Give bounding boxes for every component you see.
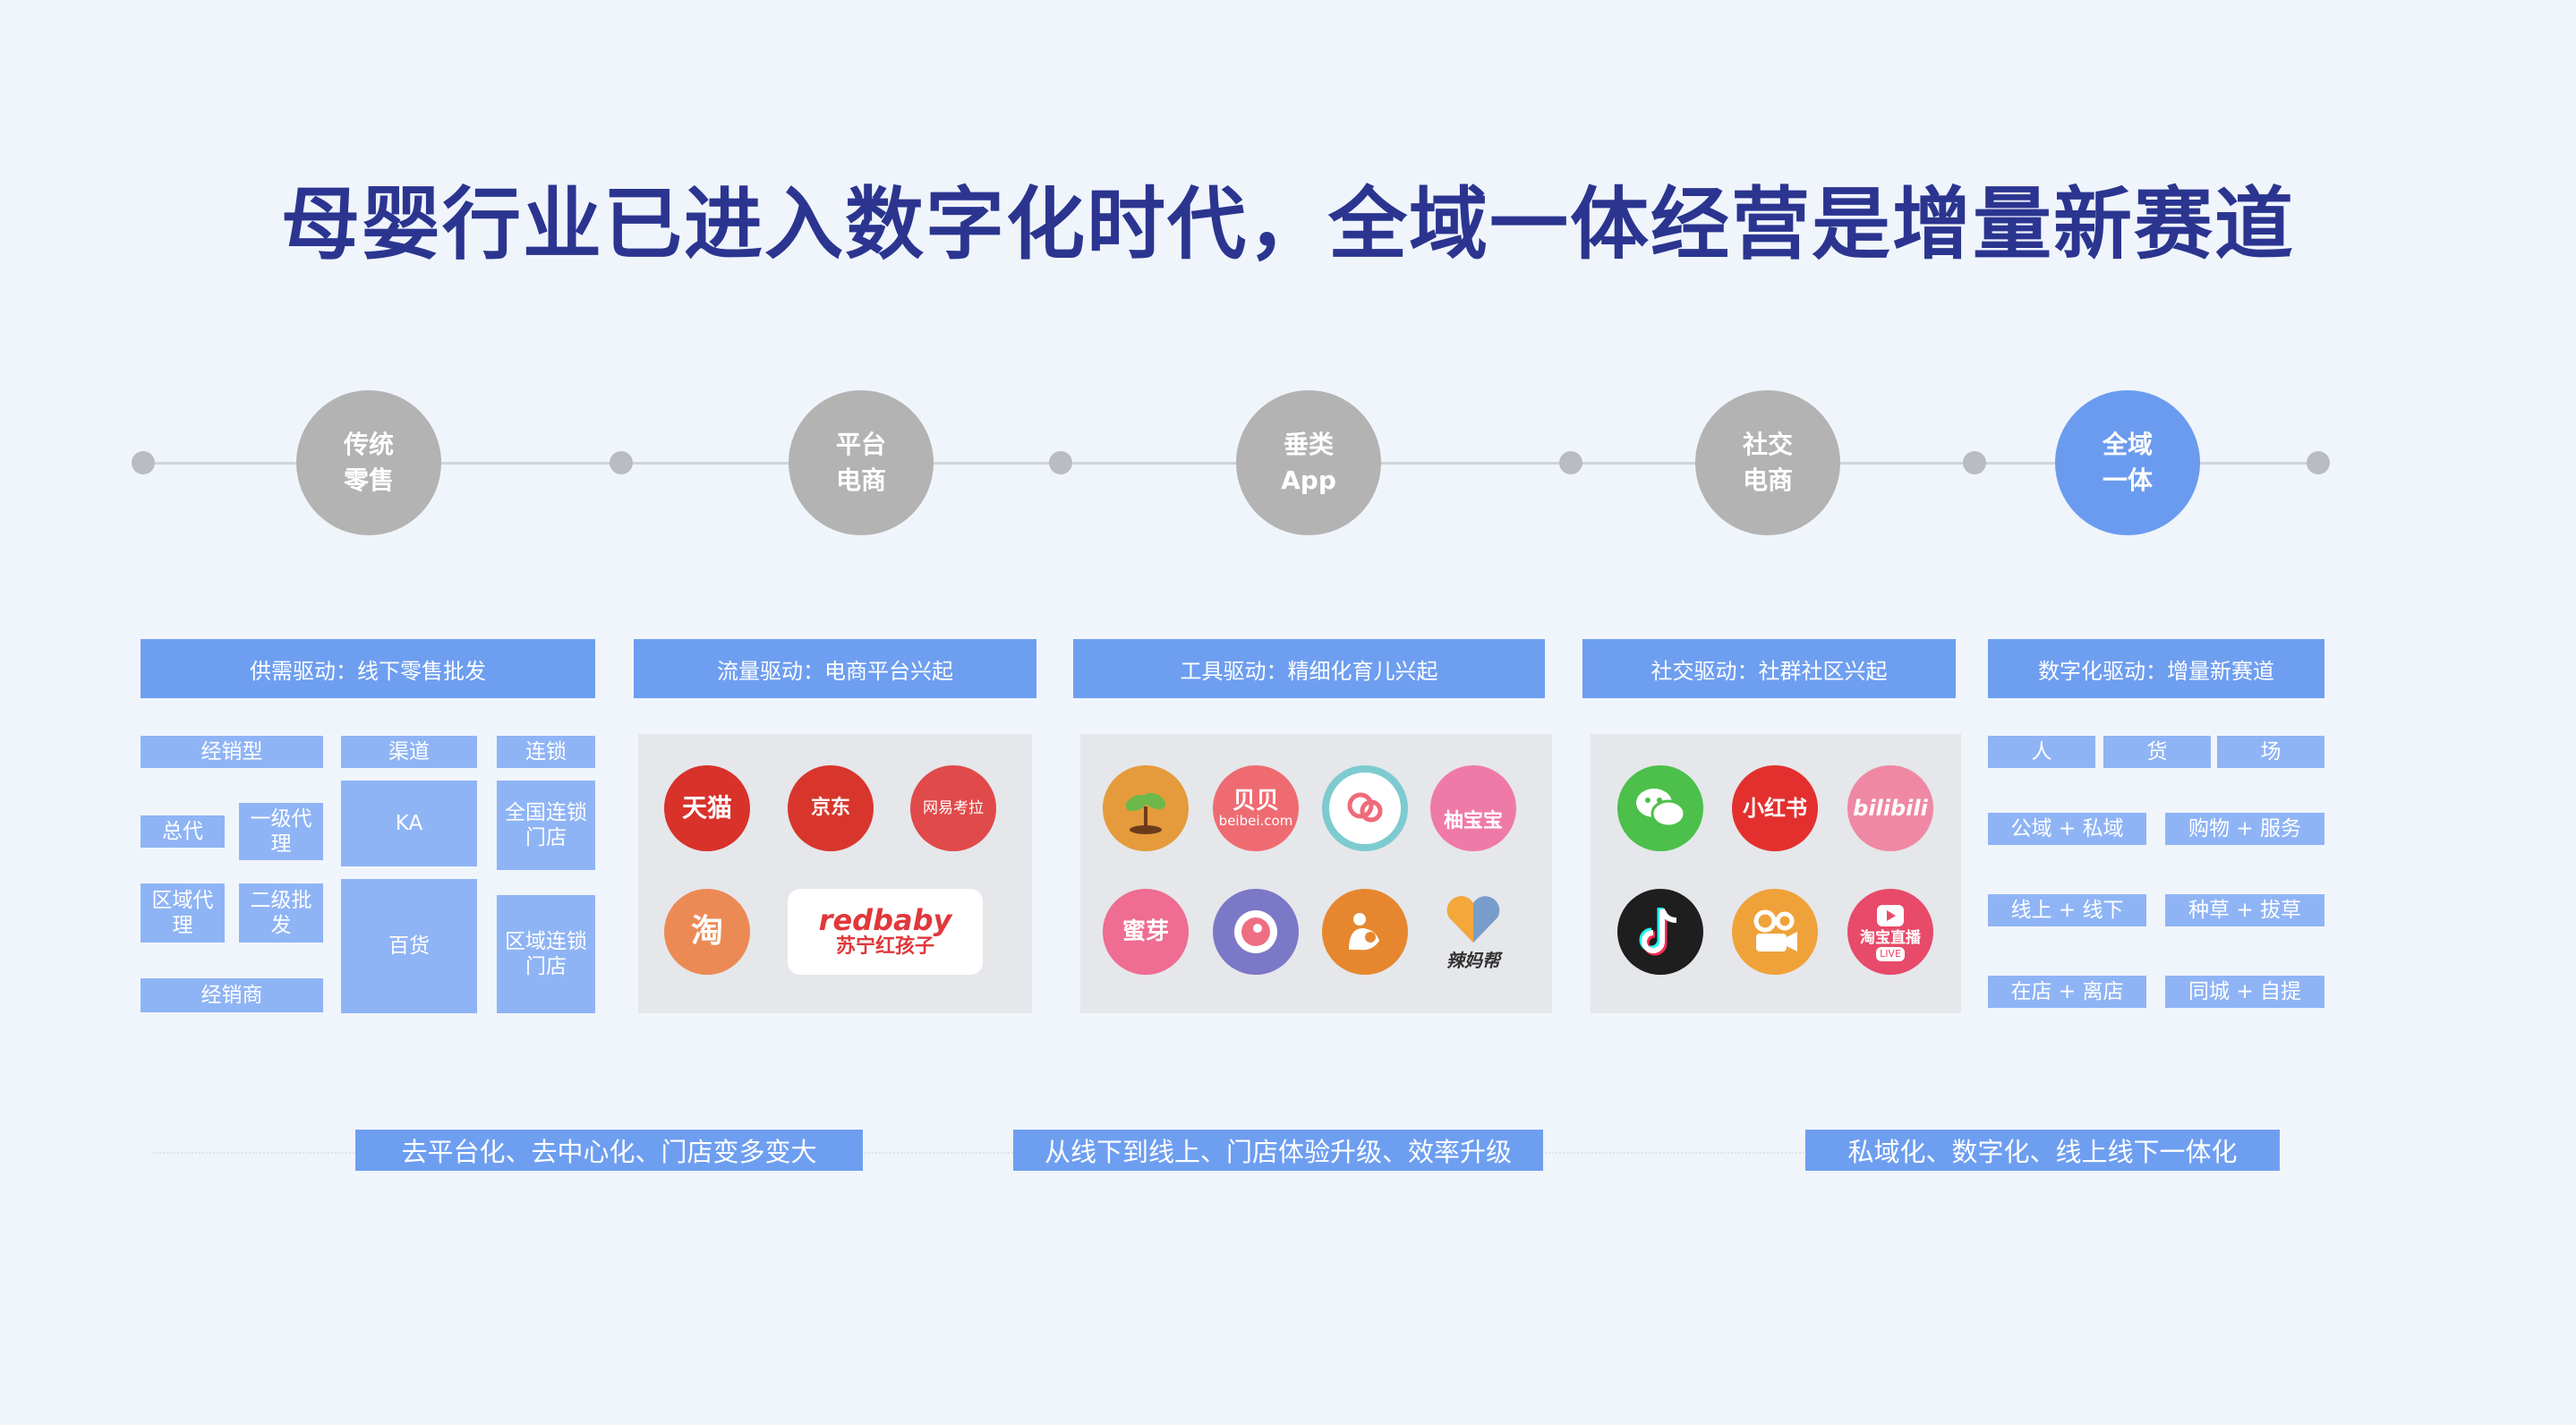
cell-regional-agent: 区域代理 [141,883,225,943]
stage-social-ecommerce: 社交 电商 [1695,390,1840,535]
kuaishou-icon [1732,889,1818,975]
omni-instore-offstore: 在店 + 离店 [1988,976,2146,1008]
timeline-line [143,462,2318,465]
omni-public-private: 公域 + 私域 [1988,813,2146,845]
omni-shopping-service: 购物 + 服务 [2165,813,2324,845]
omni-samecity-pickup: 同城 + 自提 [2165,976,2324,1008]
mom-app-icon [1322,889,1408,975]
play-tv-icon [1877,905,1904,926]
cell-regional-chain: 区域连锁门店 [497,895,595,1013]
stage-vertical-app: 垂类 App [1236,390,1381,535]
douyin-icon [1617,889,1703,975]
header-tools: 工具驱动：精细化育儿兴起 [1073,639,1545,698]
omni-goods: 货 [2103,736,2211,768]
wechat-icon [1617,765,1703,851]
header-digital: 数字化驱动：增量新赛道 [1988,639,2324,698]
stage-label: 传统 [343,430,394,459]
taobao-icon: 淘 [664,889,750,975]
stage-traditional-retail: 传统 零售 [296,390,441,535]
live-badge: LIVE [1876,947,1905,961]
timeline-dot [2307,451,2330,474]
baby-icon [1234,910,1277,953]
cell-national-chain: 全国连锁门店 [497,781,595,870]
mother-child-icon [1349,913,1379,951]
lamabang-icon: 辣妈帮 [1430,889,1516,975]
camera-icon [1753,909,1797,951]
beibei-icon: 贝贝 beibei.com [1213,765,1299,851]
stage-label: 垂类 [1283,430,1334,459]
bilibili-label: bilibili [1853,796,1928,821]
circle-app-icon [1322,765,1408,851]
cell-first-level-agent: 一级代理 [239,803,323,860]
omni-place: 场 [2217,736,2324,768]
taobao-live-icon: 淘宝直播 LIVE [1847,889,1933,975]
xiaohongshu-icon: 小红书 [1732,765,1818,851]
page-title: 母婴行业已进入数字化时代，全域一体经营是增量新赛道 [280,178,2295,270]
omni-online-offline: 线上 + 线下 [1988,894,2146,926]
stage-omnichannel: 全域 一体 [2055,390,2200,535]
redbaby-label: redbaby [818,903,952,937]
tag-privatization: 私域化、数字化、线上线下一体化 [1805,1130,2280,1171]
miya-icon: 蜜芽 [1103,889,1189,975]
header-traffic: 流量驱动：电商平台兴起 [634,639,1036,698]
stage-label: 零售 [343,465,394,495]
tmall-icon: 天猫 [664,765,750,851]
tag-offline-to-online: 从线下到线上、门店体验升级、效率升级 [1013,1130,1543,1171]
music-note-icon [1639,908,1677,956]
stage-label: 一体 [2102,465,2153,495]
cell-department-store: 百货 [341,879,477,1013]
cell-second-wholesale: 二级批发 [239,883,323,943]
youbaobao-icon: 柚宝宝 [1430,765,1516,851]
stage-platform-ecommerce: 平台 电商 [789,390,934,535]
beibei-label: 贝贝 [1232,788,1279,815]
kaola-icon: 网易考拉 [910,765,996,851]
wechat-bubbles-icon [1636,789,1686,828]
heart-icon [1446,895,1500,943]
timeline-dot [1559,451,1582,474]
tag-decentralization: 去平台化、去中心化、门店变多变大 [355,1130,863,1171]
cell-dealer: 经销商 [141,978,323,1012]
timeline-dot [1963,451,1986,474]
jd-icon: 京东 [788,765,874,851]
xiaohongshu-label: 小红书 [1743,796,1807,821]
sprout-app-icon [1103,765,1189,851]
stage-label: 社交 [1742,430,1793,459]
chat-bubble-icon [1347,792,1383,823]
col-header-chain: 连锁 [497,736,595,768]
redbaby-logo: redbaby 苏宁红孩子 [788,889,983,975]
pregnancy-app-icon [1213,889,1299,975]
kaola-label: 网易考拉 [923,799,984,817]
col-header-channel: 渠道 [341,736,477,768]
col-header-distributor: 经销型 [141,736,323,768]
timeline-dot [132,451,155,474]
beibei-sub-label: beibei.com [1218,813,1293,829]
stage-label: 全域 [2102,430,2153,459]
lamabang-label: 辣妈帮 [1446,949,1500,971]
sprout-icon [1125,792,1166,834]
youbaobao-label: 柚宝宝 [1443,810,1503,832]
header-social: 社交驱动：社群社区兴起 [1582,639,1956,698]
omni-seed-buy: 种草 + 拔草 [2165,894,2324,926]
stage-label: 电商 [1742,465,1793,495]
stage-label: 电商 [835,465,886,495]
cell-ka: KA [341,781,477,866]
taobao-label: 淘 [690,913,723,950]
cell-general-agent: 总代 [141,815,225,848]
bilibili-icon: bilibili [1847,765,1933,851]
omni-people: 人 [1988,736,2095,768]
miya-label: 蜜芽 [1122,918,1169,945]
stage-label: 平台 [835,430,886,459]
header-supply-demand: 供需驱动：线下零售批发 [141,639,595,698]
stage-label: App [1281,465,1336,495]
tmall-label: 天猫 [681,793,732,823]
timeline-dot [610,451,633,474]
jd-label: 京东 [810,797,850,819]
taobao-live-label: 淘宝直播 [1860,929,1921,947]
timeline-dot [1049,451,1072,474]
redbaby-cn-label: 苏宁红孩子 [835,935,934,958]
